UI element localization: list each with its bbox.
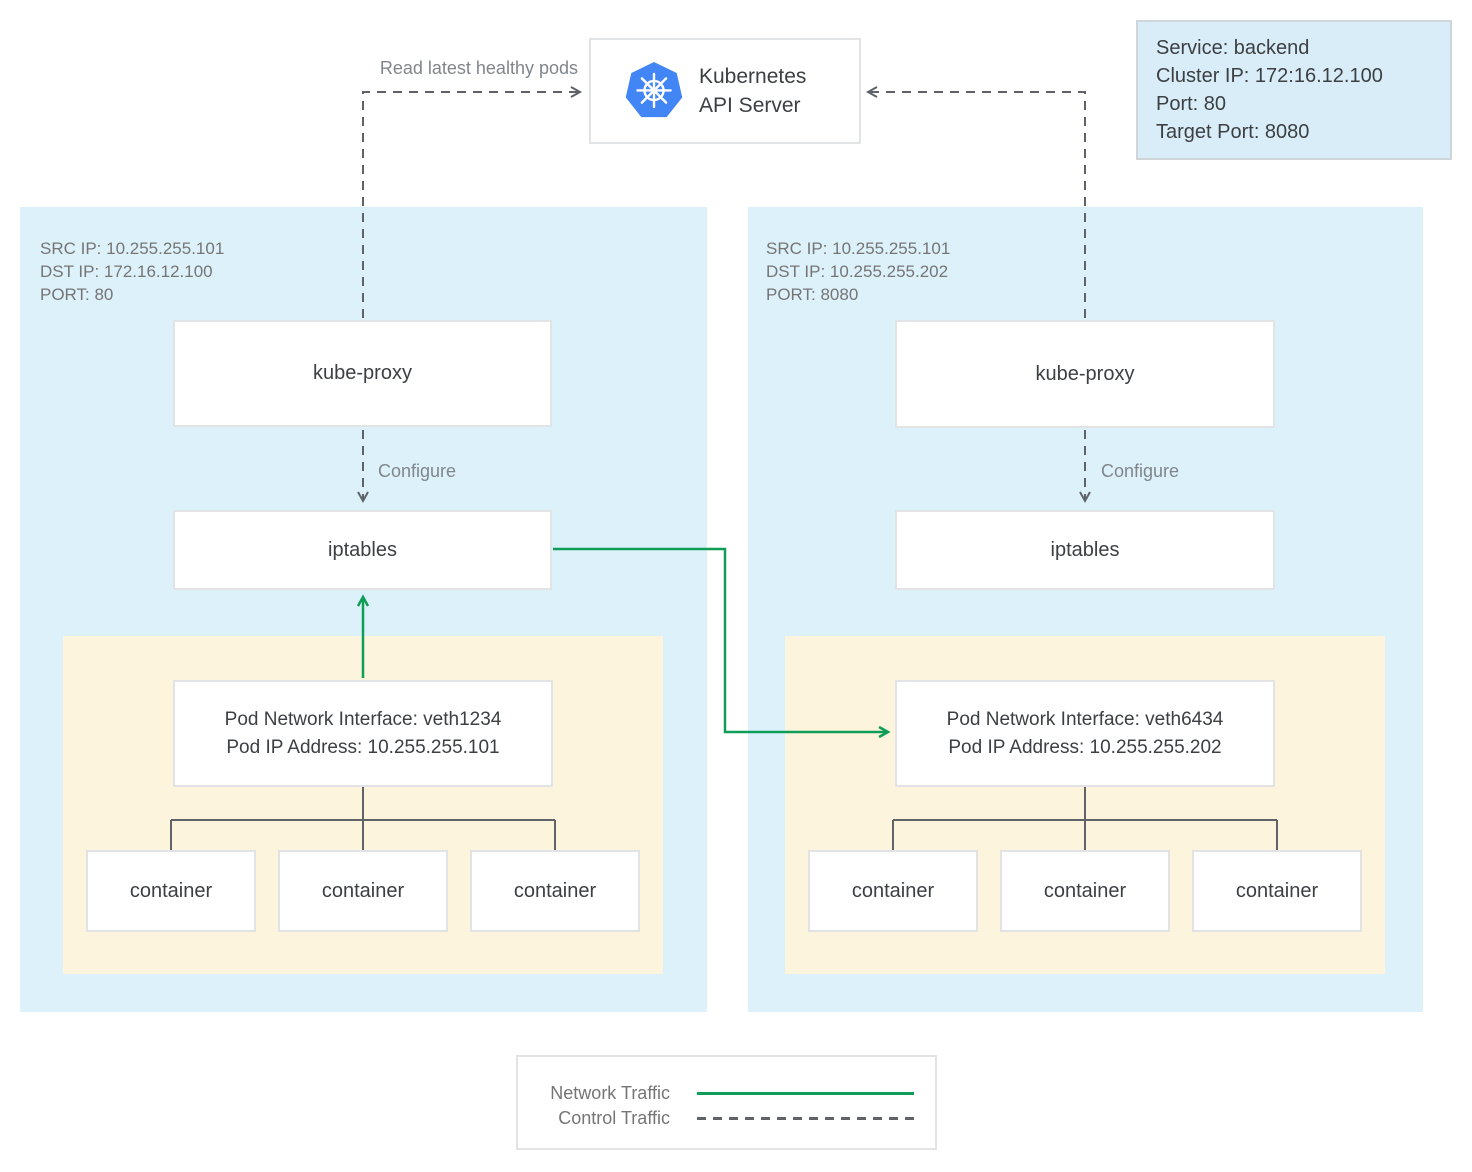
legend-control-traffic-label: Control Traffic [558, 1108, 670, 1128]
service-target-port: Target Port: 8080 [1156, 121, 1310, 143]
control-traffic-line-sample [697, 1117, 914, 1120]
pod-ip-address: Pod IP Address: 10.255.255.202 [948, 736, 1222, 758]
pod-interface-box-right: Pod Network Interface: veth6434 Pod IP A… [895, 680, 1275, 787]
pod-interface-box-left: Pod Network Interface: veth1234 Pod IP A… [173, 680, 553, 787]
packet-src-ip: SRC IP: 10.255.255.101 [40, 239, 225, 258]
container-box: container [278, 850, 448, 932]
service-info-box: Service: backend Cluster IP: 172:16.12.1… [1136, 20, 1452, 160]
legend: Network Traffic Control Traffic [516, 1055, 937, 1150]
packet-port: PORT: 80 [40, 285, 114, 304]
pod-interface-name: Pod Network Interface: veth1234 [224, 708, 502, 730]
container-box: container [808, 850, 978, 932]
service-port: Port: 80 [1156, 93, 1227, 115]
packet-info-right: SRC IP: 10.255.255.101 DST IP: 10.255.25… [766, 237, 950, 306]
packet-dst-ip: DST IP: 172.16.12.100 [40, 262, 213, 281]
service-cluster-ip: Cluster IP: 172:16.12.100 [1156, 65, 1383, 87]
packet-dst-ip: DST IP: 10.255.255.202 [766, 262, 949, 281]
kubernetes-api-server-box: Kubernetes API Server [589, 38, 861, 144]
container-box: container [470, 850, 640, 932]
configure-label-right: Configure [1101, 461, 1180, 481]
service-name: Service: backend [1156, 37, 1310, 59]
configure-label-left: Configure [378, 461, 457, 481]
container-box: container [1192, 850, 1362, 932]
kube-proxy-box-left: kube-proxy [173, 320, 552, 427]
api-server-label: Kubernetes API Server [699, 62, 806, 120]
network-traffic-line-sample [697, 1092, 914, 1095]
pod-interface-name: Pod Network Interface: veth6434 [946, 708, 1224, 730]
kubernetes-logo-icon [625, 62, 683, 118]
iptables-box-left: iptables [173, 510, 552, 590]
read-latest-healthy-pods-label: Read latest healthy pods [379, 58, 578, 78]
iptables-box-right: iptables [895, 510, 1275, 590]
container-box: container [86, 850, 256, 932]
legend-network-traffic-label: Network Traffic [550, 1083, 670, 1103]
packet-info-left: SRC IP: 10.255.255.101 DST IP: 172.16.12… [40, 237, 224, 306]
kube-proxy-box-right: kube-proxy [895, 320, 1275, 428]
api-server-label-line1: Kubernetes [699, 65, 807, 88]
container-box: container [1000, 850, 1170, 932]
packet-port: PORT: 8080 [766, 285, 859, 304]
api-server-label-line2: API Server [699, 94, 801, 117]
pod-ip-address: Pod IP Address: 10.255.255.101 [226, 736, 500, 758]
packet-src-ip: SRC IP: 10.255.255.101 [766, 239, 951, 258]
